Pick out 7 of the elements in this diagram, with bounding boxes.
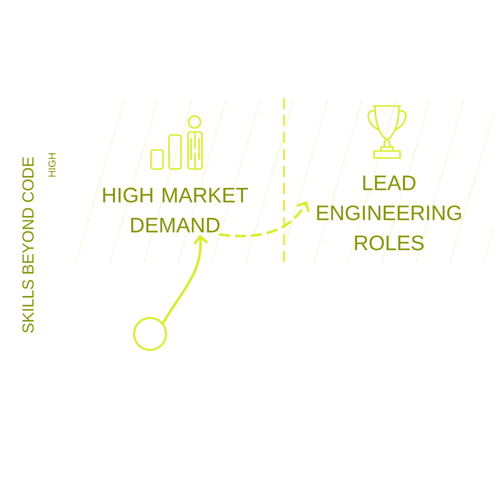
curved-arrow [162,234,208,324]
start-circle [133,317,167,351]
axis-tick-label: HIGH [48,153,56,177]
dashed-arrow [218,201,310,238]
quadrant-label: HIGH MARKET DEMAND [103,188,248,232]
axis-label: SKILLS BEYOND CODE [22,157,34,333]
quadrant-label: LEAD ENGINEERING ROLES [317,176,461,250]
